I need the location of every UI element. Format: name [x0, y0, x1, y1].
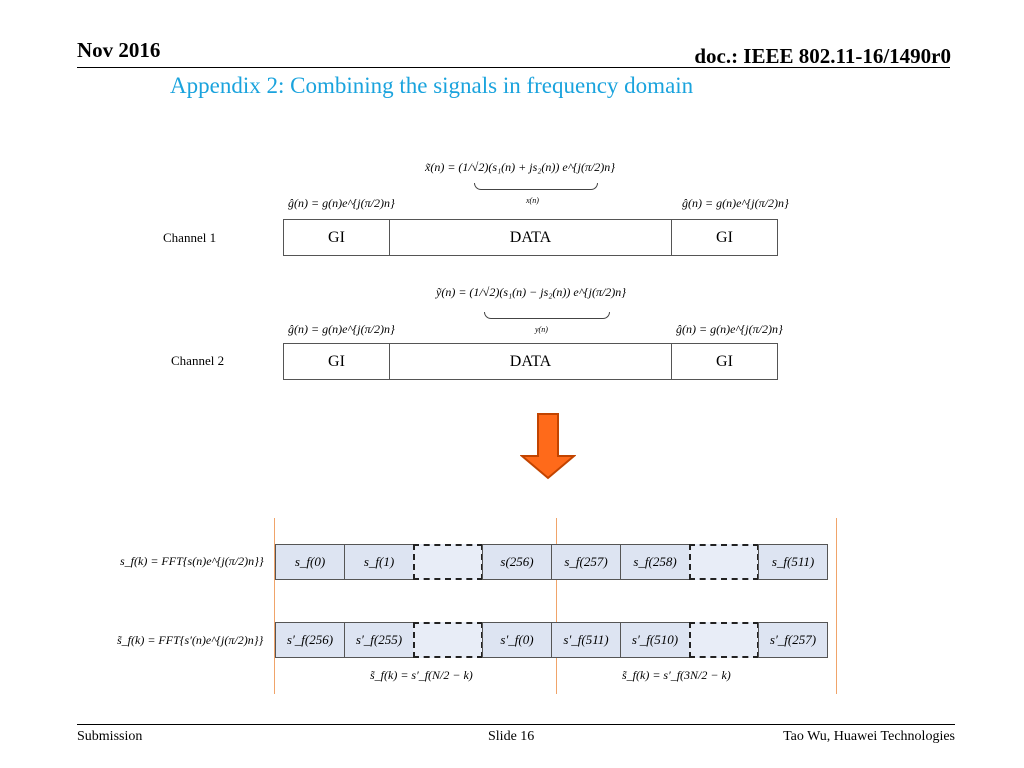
footer-submission: Submission: [77, 729, 143, 744]
subcarrier-gap: [689, 544, 759, 580]
header-doc-id: doc.: IEEE 802.11-16/1490r0: [694, 44, 951, 68]
subcarrier-cell: s_f(1): [344, 544, 414, 580]
row-1-equation: s_f(k) = FFT{s(n)e^{j(π/2)n}}: [120, 554, 264, 568]
subcarrier-cell: s′_f(255): [344, 622, 414, 658]
data-cell: DATA: [390, 220, 672, 255]
subcarrier-cell: s_f(257): [551, 544, 621, 580]
slide-title: Appendix 2: Combining the signals in fre…: [170, 73, 694, 98]
mapping-note-right: s̃_f(k) = s′_f(3N/2 − k): [622, 668, 731, 682]
gi-cell: GI: [284, 344, 390, 379]
divider-line: [556, 518, 557, 694]
equation-g-hat-right-2: ĝ(n) = g(n)e^{j(π/2)n}: [676, 322, 783, 336]
subcarrier-gap: [689, 622, 759, 658]
mapping-note-left: s̃_f(k) = s′_f(N/2 − k): [370, 668, 473, 682]
channel-2-frame: GI DATA GI: [283, 343, 778, 380]
footer-slide-number: Slide 16: [488, 729, 535, 744]
header-divider: [77, 67, 950, 68]
subcarrier-cell: s_f(511): [758, 544, 828, 580]
footer-author: Tao Wu, Huawei Technologies: [783, 729, 955, 744]
row-2-subcarriers: s′_f(256) s′_f(255) s′_f(0) s′_f(511) s′…: [275, 622, 828, 658]
equation-x-tilde: x̃(n) = (1/√2)(s₁(n) + js₂(n)) e^{j(π/2)…: [425, 160, 616, 174]
divider-line: [274, 518, 275, 694]
channel-1-label: Channel 1: [163, 230, 217, 245]
header-date: Nov 2016: [77, 38, 161, 62]
equation-g-hat-left-2: ĝ(n) = g(n)e^{j(π/2)n}: [288, 322, 395, 336]
data-cell: DATA: [390, 344, 672, 379]
subcarrier-cell: s_f(258): [620, 544, 690, 580]
subcarrier-cell: s_f(0): [275, 544, 345, 580]
subcarrier-cell: s(256): [482, 544, 552, 580]
row-2-equation: s̃_f(k) = FFT{s′(n)e^{j(π/2)n}}: [117, 633, 264, 647]
channel-2-label: Channel 2: [171, 353, 225, 368]
subcarrier-cell: s′_f(256): [275, 622, 345, 658]
subcarrier-cell: s′_f(257): [758, 622, 828, 658]
brace-label-x: x(n): [526, 196, 539, 205]
row-1-subcarriers: s_f(0) s_f(1) s(256) s_f(257) s_f(258) s…: [275, 544, 828, 580]
gi-cell: GI: [284, 220, 390, 255]
gi-cell: GI: [716, 228, 733, 246]
subcarrier-cell: s′_f(511): [551, 622, 621, 658]
brace-x: [474, 183, 598, 190]
equation-g-hat-right-1: ĝ(n) = g(n)e^{j(π/2)n}: [682, 196, 789, 210]
down-arrow-icon: [520, 413, 576, 480]
subcarrier-gap: [413, 622, 483, 658]
brace-label-y: y(n): [535, 325, 548, 334]
gi-cell: GI: [716, 352, 733, 370]
footer-divider: [77, 724, 955, 725]
divider-line: [836, 518, 837, 694]
equation-y-tilde: ỹ(n) = (1/√2)(s₁(n) − js₂(n)) e^{j(π/2)n…: [436, 285, 627, 299]
channel-1-frame: GI DATA GI: [283, 219, 778, 256]
subcarrier-cell: s′_f(0): [482, 622, 552, 658]
brace-y: [484, 312, 610, 319]
equation-g-hat-left-1: ĝ(n) = g(n)e^{j(π/2)n}: [288, 196, 395, 210]
subcarrier-cell: s′_f(510): [620, 622, 690, 658]
subcarrier-gap: [413, 544, 483, 580]
